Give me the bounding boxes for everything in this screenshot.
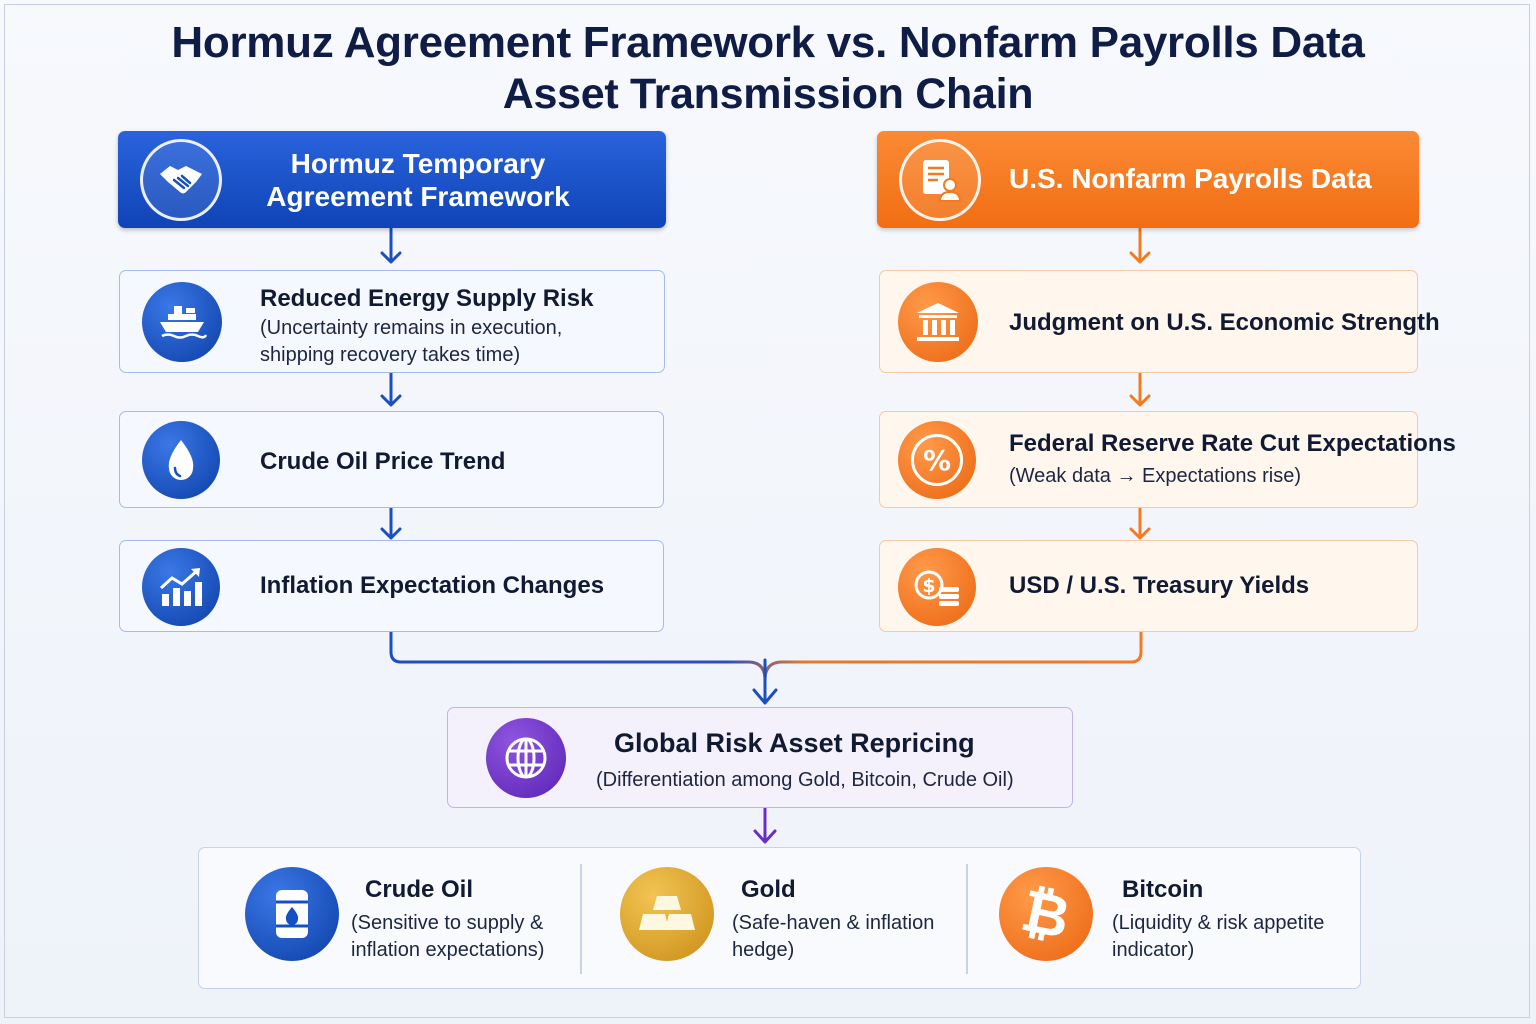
crude-oil-note-1: (Sensitive to supply & — [351, 912, 544, 934]
svg-text:$: $ — [922, 575, 935, 597]
crude-price-title: Crude Oil Price Trend — [260, 448, 506, 475]
hormuz-header: Hormuz Temporary Agreement Framework — [118, 131, 666, 228]
gold-note-2: hedge) — [732, 939, 795, 961]
fed-cut-card: % Federal Reserve Rate Cut Expectations … — [879, 411, 1456, 508]
energy-risk-card: Reduced Energy Supply Risk (Uncertainty … — [119, 270, 665, 373]
report-document-icon — [899, 139, 981, 221]
merge-connector — [389, 630, 1143, 682]
cargo-ship-icon — [142, 282, 222, 362]
gold-bars-icon — [620, 867, 714, 961]
usd-yields-card: $ USD / U.S. Treasury Yields — [879, 540, 1418, 632]
purple-arrow — [753, 806, 777, 844]
crude-price-card: Crude Oil Price Trend — [119, 411, 664, 508]
global-repricing-title: Global Risk Asset Repricing — [614, 728, 975, 758]
crude-oil-note-2: inflation expectations) — [351, 939, 545, 961]
hormuz-header-line2: Agreement Framework — [266, 181, 570, 212]
hormuz-header-line1: Hormuz Temporary — [290, 148, 546, 179]
economic-strength-card: Judgment on U.S. Economic Strength — [879, 270, 1440, 373]
global-repricing-note: (Differentiation among Gold, Bitcoin, Cr… — [596, 769, 1014, 791]
globe-icon — [486, 718, 566, 798]
fed-cut-note: (Weak data → Expectations rise) — [1009, 465, 1301, 487]
asset-divider-1 — [580, 864, 582, 974]
percent-icon: % — [898, 421, 976, 499]
rising-chart-icon — [142, 548, 220, 626]
oil-barrel-icon — [245, 867, 339, 961]
inflation-title: Inflation Expectation Changes — [260, 572, 605, 599]
oil-drop-icon — [142, 421, 220, 499]
global-repricing-card: Global Risk Asset Repricing (Differentia… — [447, 707, 1073, 808]
inflation-card: Inflation Expectation Changes — [119, 540, 664, 632]
bitcoin-note-2: indicator) — [1112, 939, 1195, 961]
right-arrows — [1129, 227, 1151, 540]
assets-panel: Crude Oil (Sensitive to supply & inflati… — [198, 847, 1361, 989]
bitcoin-name: Bitcoin — [1122, 876, 1204, 903]
nonfarm-header-label: U.S. Nonfarm Payrolls Data — [1009, 163, 1372, 194]
energy-risk-note-1: (Uncertainty remains in execution, — [260, 317, 563, 339]
fed-cut-title: Federal Reserve Rate Cut Expectations — [1009, 430, 1456, 457]
economic-strength-title: Judgment on U.S. Economic Strength — [1009, 309, 1440, 336]
bank-building-icon — [898, 282, 978, 362]
bitcoin-icon: ₿ — [999, 867, 1093, 961]
left-arrows — [380, 227, 402, 540]
gold-name: Gold — [741, 876, 796, 903]
crude-oil-name: Crude Oil — [365, 876, 474, 903]
asset-divider-2 — [966, 864, 968, 974]
nonfarm-header: U.S. Nonfarm Payrolls Data — [877, 131, 1419, 228]
energy-risk-note-2: shipping recovery takes time) — [260, 344, 521, 366]
page-title: Hormuz Agreement Framework vs. Nonfarm P… — [171, 18, 1365, 67]
dollar-coins-icon: $ — [898, 548, 976, 626]
page-subtitle: Asset Transmission Chain — [502, 70, 1034, 118]
usd-yields-title: USD / U.S. Treasury Yields — [1009, 572, 1310, 599]
handshake-icon — [140, 139, 222, 221]
energy-risk-title: Reduced Energy Supply Risk — [260, 285, 594, 312]
merge-arrow — [752, 658, 778, 705]
bitcoin-note-1: (Liquidity & risk appetite — [1112, 912, 1325, 934]
gold-note-1: (Safe-haven & inflation — [732, 912, 935, 934]
